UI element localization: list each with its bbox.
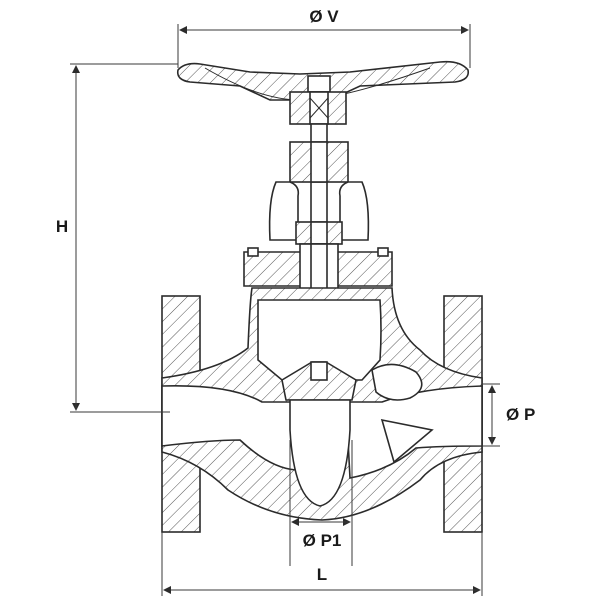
dim-label-p1: Ø P1 <box>303 531 342 550</box>
dimension-handwheel-diameter: Ø V <box>177 7 471 68</box>
dim-label-h: H <box>56 217 68 236</box>
dimension-port-diameter: Ø P <box>482 383 535 447</box>
yoke <box>268 141 370 241</box>
dimension-seat-diameter: Ø P1 <box>289 440 353 566</box>
gland-packing <box>295 221 343 245</box>
dimension-length: L <box>161 532 483 596</box>
dim-label-l: L <box>317 565 327 584</box>
bonnet <box>243 243 393 291</box>
disc <box>281 361 357 507</box>
dim-label-p: Ø P <box>506 405 535 424</box>
dim-label-v: Ø V <box>309 7 339 26</box>
dimension-height: H <box>56 63 178 413</box>
